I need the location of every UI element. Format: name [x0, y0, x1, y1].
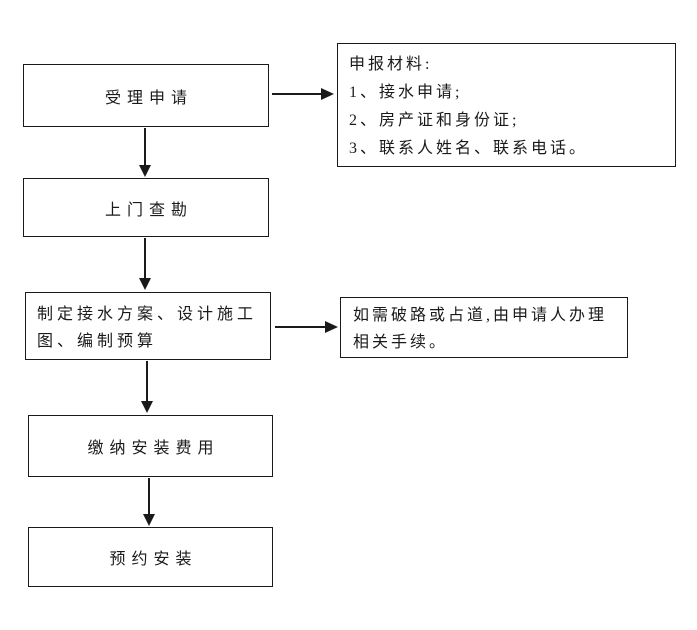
arrow-down-fee-to-schedule-icon [143, 478, 155, 526]
arrow-right-accept-to-materials-icon [272, 88, 334, 100]
note-materials-line-2: 1、接水申请; [349, 84, 463, 101]
step-box-accept-application: 受理申请 [23, 64, 269, 127]
note-materials-line-3: 2、房产证和身份证; [349, 112, 520, 129]
step-label-site-survey: 上门查勘 [104, 201, 193, 219]
note-permit-line-1: 如需破路或占道,由申请人办理 [353, 307, 608, 324]
arrow-down-plan-to-fee-icon [141, 361, 153, 413]
step-box-pay-installation-fee: 缴纳安装费用 [28, 415, 273, 477]
step-label-accept-application: 受理申请 [104, 89, 193, 107]
step-box-schedule-installation: 预约安装 [28, 527, 273, 587]
step-label-schedule-installation: 预约安装 [109, 551, 198, 568]
note-permit-line-2: 相关手续。 [353, 334, 449, 351]
arrow-right-plan-to-permit-icon [275, 321, 338, 333]
arrow-down-accept-to-survey-icon [139, 128, 151, 177]
step-plan-line-1: 制定接水方案、设计施工 [37, 306, 258, 323]
step-label-pay-installation-fee: 缴纳安装费用 [87, 440, 220, 457]
arrow-down-survey-to-plan-icon [139, 238, 151, 290]
note-box-application-materials: 申报材料: 1、接水申请; 2、房产证和身份证; 3、联系人姓名、联系电话。 [337, 43, 676, 167]
step-box-site-survey: 上门查勘 [23, 178, 269, 237]
note-box-road-permit: 如需破路或占道,由申请人办理 相关手续。 [340, 297, 628, 358]
note-materials-line-4: 3、联系人姓名、联系电话。 [349, 140, 589, 157]
step-box-plan-design: 制定接水方案、设计施工 图、编制预算 [25, 292, 271, 360]
note-materials-line-1: 申报材料: [349, 56, 433, 73]
step-plan-line-2: 图、编制预算 [37, 333, 158, 350]
